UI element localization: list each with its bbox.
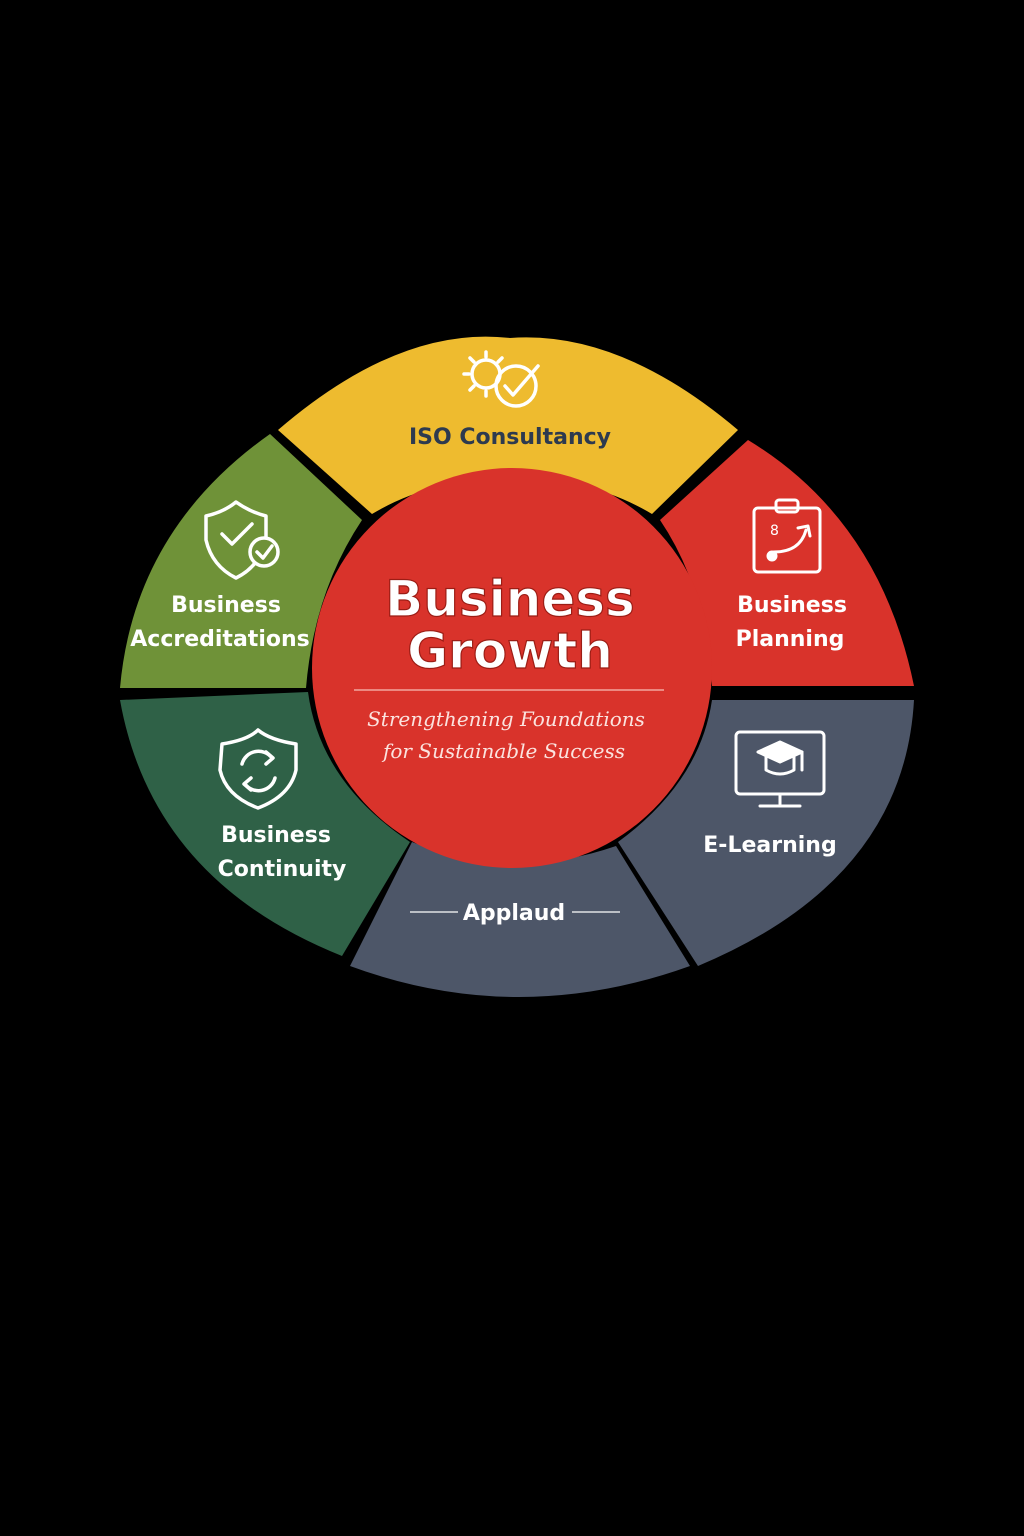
segment-label-business-accreditations-line1: Business — [171, 593, 281, 618]
segment-applaud[interactable] — [350, 842, 690, 997]
segment-label-business-planning-line2: Planning — [736, 627, 845, 652]
segment-label-business-planning-line1: Business — [737, 593, 847, 618]
shield-check-icon — [204, 500, 280, 580]
segment-label-iso-consultancy: ISO Consultancy — [409, 425, 611, 450]
center-title-line2: Growth — [407, 622, 613, 680]
ring-segments — [120, 336, 914, 997]
segment-label-business-accreditations-line2: Accreditations — [130, 627, 309, 652]
shield-refresh-icon — [218, 728, 298, 810]
applaud-label-group: Applaud — [410, 901, 620, 926]
segment-iso-consultancy[interactable] — [278, 336, 738, 514]
center-subtitle-line1: Strengthening Foundations — [367, 707, 645, 731]
segment-e-learning[interactable] — [618, 700, 914, 966]
center-title-line1: Business — [385, 570, 635, 628]
segment-label-applaud: Applaud — [463, 901, 565, 926]
segment-label-business-continuity-line1: Business — [221, 823, 331, 848]
monitor-graduation-cap-icon — [734, 730, 826, 808]
svg-text:8: 8 — [770, 523, 779, 539]
segment-business-accreditations[interactable] — [120, 434, 362, 688]
segment-label-e-learning: E-Learning — [703, 833, 836, 858]
center-hub: Business Growth Strengthening Foundation… — [312, 468, 712, 868]
center-subtitle-line2: for Sustainable Success — [381, 739, 625, 763]
segment-label-business-continuity-line2: Continuity — [218, 857, 347, 882]
segment-business-continuity[interactable] — [120, 692, 410, 956]
center-circle — [312, 468, 712, 868]
segment-business-planning[interactable] — [660, 440, 914, 686]
gear-check-icon — [462, 350, 540, 408]
clipboard-plan-icon: 8 — [752, 498, 822, 574]
